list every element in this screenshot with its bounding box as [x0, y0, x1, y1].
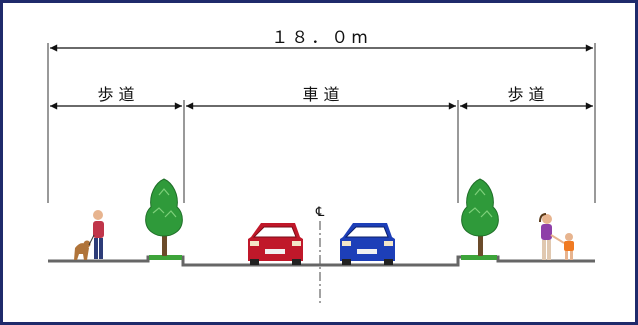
- tree-icon: [145, 178, 183, 256]
- pedestrian-with-dog-icon: [74, 210, 104, 260]
- car-icon: [248, 223, 303, 265]
- road-surface: [48, 255, 595, 267]
- roadway-label: 車 道: [302, 85, 339, 104]
- sidewalk-right-label: 歩 道: [507, 85, 544, 104]
- extension-lines: [47, 43, 596, 203]
- car-icon: [340, 223, 395, 265]
- tree-icon: [461, 178, 499, 256]
- total-width-label: １８．０m: [271, 28, 371, 48]
- centerline-symbol: ℄: [315, 205, 325, 220]
- cross-section-svg: １８．０m 歩 道 車 道 歩 道 ℄: [47, 28, 596, 303]
- pedestrian-with-child-icon: [539, 213, 574, 260]
- sidewalk-left-label: 歩 道: [97, 85, 134, 104]
